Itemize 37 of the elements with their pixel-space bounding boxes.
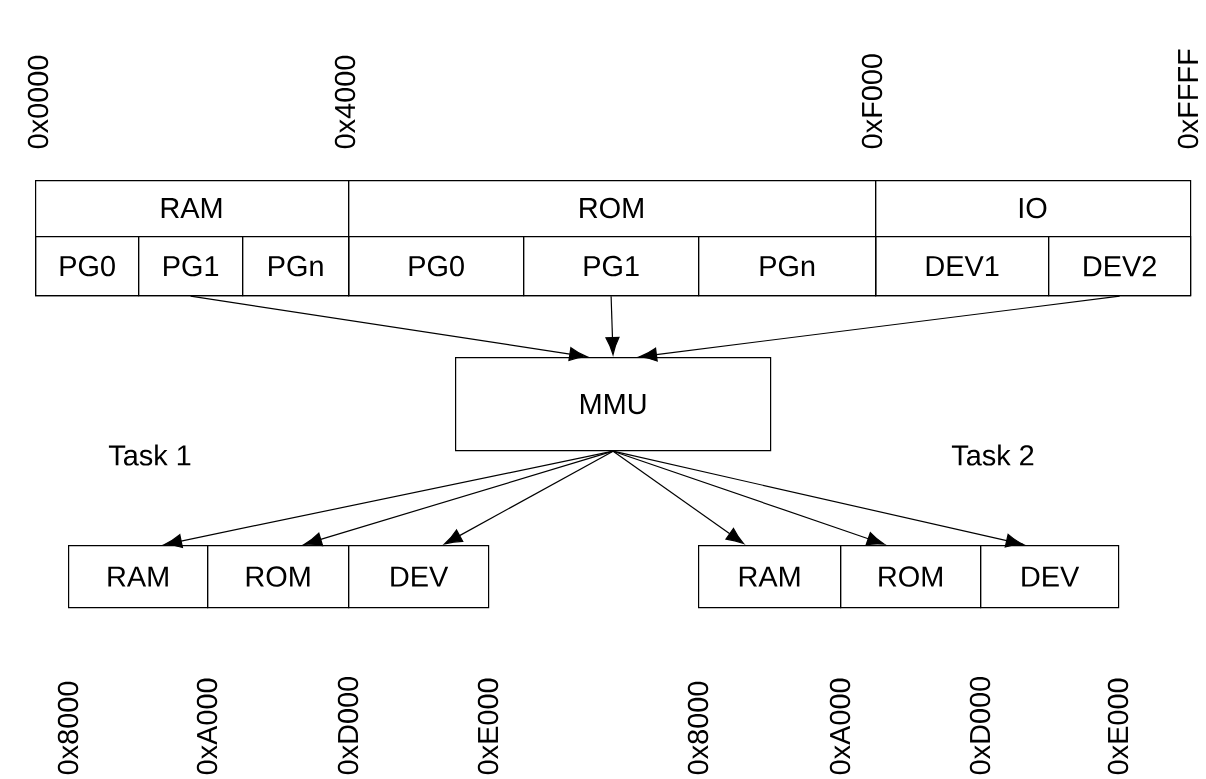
memory-cell: ROM <box>207 545 350 609</box>
arrow <box>612 450 745 545</box>
arrow <box>190 295 588 362</box>
address-label: 0x8000 <box>687 681 709 775</box>
memory-cell: DEV1 <box>875 236 1050 297</box>
address-label: 0x8000 <box>57 681 79 775</box>
memory-cell: RAM <box>68 545 209 609</box>
address-label: 0x0000 <box>27 55 49 149</box>
address-label: 0xE000 <box>1107 678 1129 775</box>
address-label: 0x4000 <box>334 55 356 149</box>
memory-cell: ROM <box>840 545 982 609</box>
task-label: Task 2 <box>951 444 1034 466</box>
address-label: 0xA000 <box>829 678 851 775</box>
address-label: 0xE000 <box>477 678 499 775</box>
memory-cell: PG1 <box>138 236 244 297</box>
arrow <box>612 450 885 546</box>
address-label: 0xA000 <box>196 678 218 775</box>
arrow <box>444 450 614 545</box>
address-label: 0xD000 <box>969 676 991 775</box>
address-label: 0xFFFF <box>1177 49 1199 149</box>
arrow <box>303 450 614 547</box>
arrow <box>605 295 620 356</box>
memory-cell: DEV2 <box>1048 236 1192 297</box>
memory-cell: PGn <box>242 236 350 297</box>
memory-cell: PGn <box>698 236 877 297</box>
memory-cell: PG0 <box>35 236 140 297</box>
memory-cell: PG1 <box>523 236 700 297</box>
memory-cell: RAM <box>698 545 842 609</box>
address-label: 0xD000 <box>337 676 359 775</box>
memory-cell: DEV <box>980 545 1120 609</box>
memory-cell: PG0 <box>348 236 525 297</box>
arrow <box>612 450 1024 548</box>
mmu-box: MMU <box>455 357 772 452</box>
arrow <box>638 295 1121 362</box>
address-label: 0xF000 <box>861 54 883 149</box>
task-label: Task 1 <box>108 444 191 466</box>
memory-cell: DEV <box>348 545 490 609</box>
